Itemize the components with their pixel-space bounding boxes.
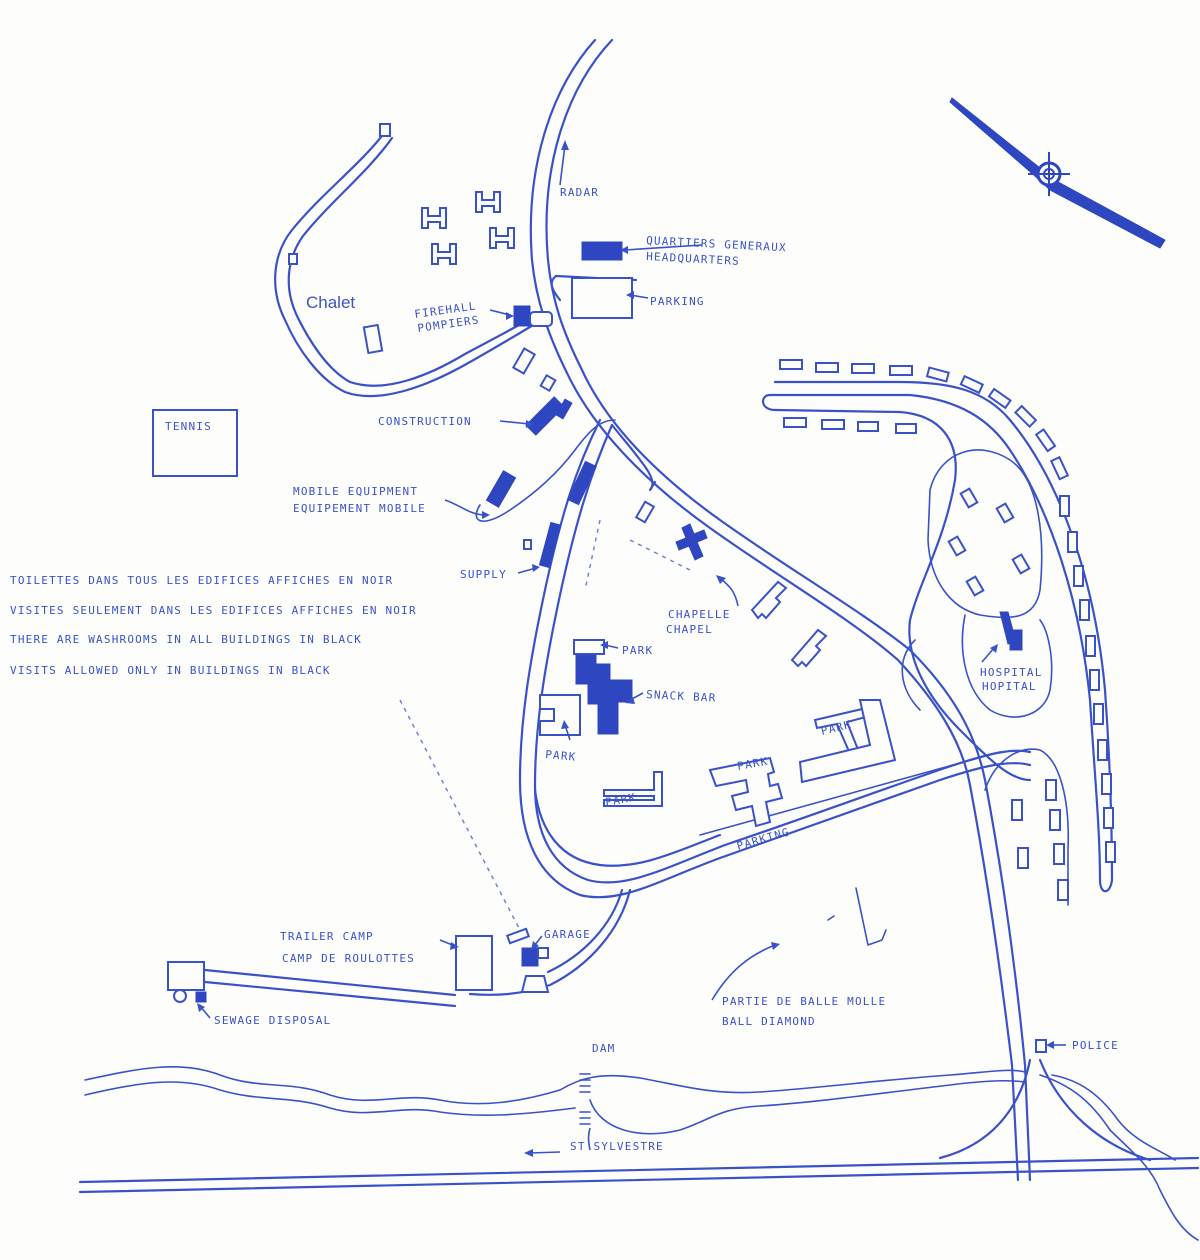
tennis-court — [152, 409, 238, 477]
label-chapelle: CHAPELLE — [668, 608, 731, 621]
label-park-a: PARK — [604, 791, 637, 809]
parking-row-top — [779, 359, 1116, 863]
label-dam: DAM — [592, 1042, 615, 1055]
label-ball-fr: PARTIE DE BALLE MOLLE — [722, 995, 886, 1008]
label-trailer-fr: CAMP DE ROULOTTES — [282, 952, 415, 965]
chapel-building — [675, 523, 708, 561]
label-park-b: PARK — [736, 755, 769, 773]
label-mobile-en: MOBILE EQUIPMENT — [293, 485, 418, 498]
label-supply: SUPPLY — [460, 568, 507, 581]
sewage-building — [195, 991, 207, 1003]
parking-lot — [571, 277, 633, 319]
roads — [78, 38, 1200, 1241]
snack-bar-building — [575, 649, 633, 735]
map-labels: Chalet RADAR QUARTIERS GENERAUX HEADQUAR… — [165, 186, 1119, 1153]
label-parking-top: PARKING — [650, 295, 705, 308]
garage-building — [521, 947, 539, 967]
mobile-equipment-building — [485, 470, 517, 508]
legend-note: VISITES SEULEMENT DANS LES EDIFICES AFFI… — [10, 604, 417, 617]
label-construction: CONSTRUCTION — [378, 415, 472, 428]
label-hq-en: HEADQUARTERS — [646, 250, 740, 268]
label-ball-en: BALL DIAMOND — [722, 1015, 816, 1028]
label-police: POLICE — [1072, 1039, 1119, 1052]
label-hospital-en: HOPITAL — [982, 680, 1037, 693]
parking-row-inner — [783, 417, 917, 434]
firehall-building — [513, 305, 531, 327]
label-arrows — [197, 140, 1066, 1157]
label-radar: RADAR — [560, 186, 599, 199]
label-tennis: TENNIS — [165, 420, 212, 433]
label-chalet: Chalet — [306, 293, 355, 312]
label-park-left: PARK — [545, 748, 577, 764]
dam-structure — [579, 1073, 591, 1125]
headquarters-building — [581, 241, 623, 261]
legend-note: VISITS ALLOWED ONLY IN BUILDINGS IN BLAC… — [10, 664, 331, 677]
label-mobile-fr: EQUIPEMENT MOBILE — [293, 502, 426, 515]
legend-note: TOILETTES DANS TOUS LES EDIFICES AFFICHE… — [10, 574, 393, 587]
h-building — [431, 243, 457, 265]
label-garage: GARAGE — [544, 928, 591, 941]
label-st-sylvestre: ST SYLVESTRE — [570, 1140, 664, 1153]
label-parking-road: PARKING — [735, 825, 791, 853]
sewage-lot — [167, 961, 205, 991]
legend-notes: TOILETTES DANS TOUS LES EDIFICES AFFICHE… — [10, 574, 417, 677]
label-hospital-fr: HOSPITAL — [980, 666, 1043, 679]
h-building — [421, 207, 447, 229]
buildings — [152, 191, 1116, 1125]
h-building — [475, 191, 501, 213]
label-park-snack: PARK — [622, 644, 653, 657]
supply-building — [538, 521, 562, 569]
trailer-camp-lot — [455, 935, 493, 991]
police-building — [1035, 1039, 1047, 1053]
label-sewage: SEWAGE DISPOSAL — [214, 1014, 331, 1027]
h-building — [489, 227, 515, 249]
label-chapel: CHAPEL — [666, 623, 713, 636]
construction-building — [525, 396, 565, 436]
label-trailer-en: TRAILER CAMP — [280, 930, 374, 943]
legend-note: THERE ARE WASHROOMS IN ALL BUILDINGS IN … — [10, 633, 362, 646]
label-snack-bar: SNACK BAR — [646, 688, 717, 705]
compass-needle-icon — [949, 97, 1166, 249]
